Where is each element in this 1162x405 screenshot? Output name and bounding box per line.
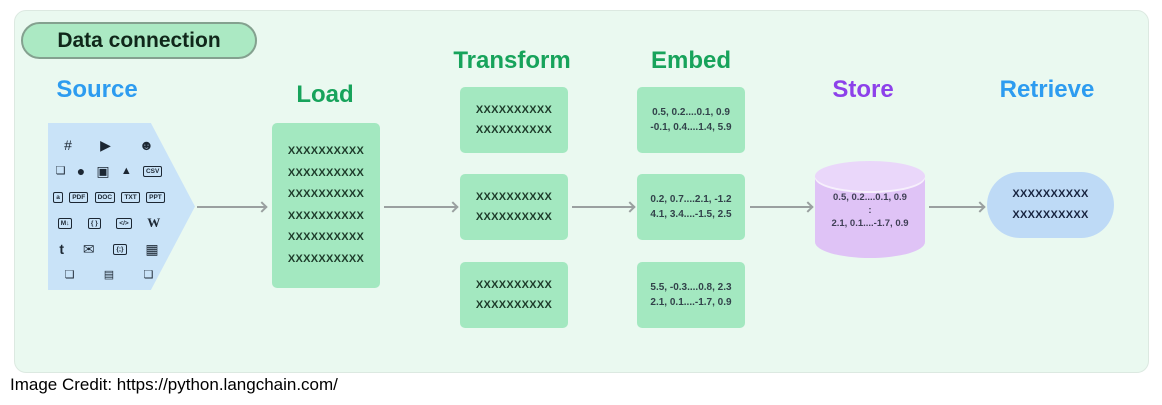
source-icon-row: M↓ { } </> W — [50, 211, 168, 235]
transform-box-3: XXXXXXXXXX XXXXXXXXXX — [460, 262, 568, 328]
store-header: Store — [832, 76, 894, 103]
source-icon-row: t ✉ {;} ▦ — [50, 237, 168, 261]
slack-icon: # — [64, 137, 72, 153]
retrieve-line: XXXXXXXXXX — [1012, 209, 1089, 221]
text-file-icon: ▤ — [103, 269, 115, 281]
store-vector-text: 0.5, 0.2....0.1, 0.9 : 2.1, 0.1....-1.7,… — [815, 191, 925, 230]
load-line: XXXXXXXXXX — [287, 209, 365, 222]
embed-vector-line: 4.1, 3.4....-1.5, 2.5 — [650, 209, 732, 220]
load-line: XXXXXXXXXX — [287, 252, 365, 265]
store-vector-line: 2.1, 0.1....-1.7, 0.9 — [831, 218, 909, 229]
transform-line: XXXXXXXXXX — [475, 299, 553, 311]
retrieve-result-pill: XXXXXXXXXX XXXXXXXXXX — [987, 172, 1114, 238]
database-cylinder-top — [815, 161, 925, 191]
transform-header: Transform — [453, 47, 571, 74]
transform-line: XXXXXXXXXX — [475, 104, 553, 116]
arrow-source-to-load — [197, 206, 265, 208]
data-connection-badge: Data connection — [21, 22, 257, 59]
retrieve-line: XXXXXXXXXX — [1012, 188, 1089, 200]
file-icon: ❏ — [143, 269, 154, 281]
youtube-icon: ▶ — [100, 137, 111, 153]
embed-box-2: 0.2, 0.7....2.1, -1.2 4.1, 3.4....-1.5, … — [637, 174, 745, 240]
file-icon: ❏ — [55, 165, 66, 177]
doc-file-icon: DOC — [94, 191, 116, 203]
google-drive-icon: ▲ — [120, 165, 132, 177]
arrow-transform-to-embed — [572, 206, 633, 208]
transform-line: XXXXXXXXXX — [475, 211, 553, 223]
csv-file-icon: CSV — [142, 165, 163, 177]
load-line: XXXXXXXXXX — [287, 166, 365, 179]
note-file-icon: a — [53, 191, 63, 203]
image-icon: ▣ — [96, 163, 110, 179]
embed-box-3: 5.5, -0.3....0.8, 2.3 2.1, 0.1....-1.7, … — [637, 262, 745, 328]
embed-vector-line: 0.2, 0.7....2.1, -1.2 — [650, 194, 732, 205]
code-file-icon: { } — [87, 217, 101, 229]
markdown-file-icon: M↓ — [57, 217, 73, 229]
source-icon-row: # ▶ ☻ — [50, 133, 168, 157]
store-database-cylinder: 0.5, 0.2....0.1, 0.9 : 2.1, 0.1....-1.7,… — [815, 161, 925, 258]
source-icon-row: ❏ ▤ ❏ — [50, 263, 168, 287]
folder-icon: ▦ — [145, 241, 159, 257]
load-line: XXXXXXXXXX — [287, 145, 365, 157]
store-vector-ellipsis: : — [868, 205, 872, 216]
transform-line: XXXXXXXXXX — [475, 279, 553, 291]
ppt-file-icon: PPT — [146, 191, 165, 203]
twitter-icon: t — [59, 241, 65, 257]
retrieve-header: Retrieve — [999, 76, 1095, 103]
embed-vector-line: -0.1, 0.4....1.4, 5.9 — [650, 122, 732, 133]
source-icon-grid: # ▶ ☻ ❏ ● ▣ ▲ CSV a PDF DOC TXT PPT M↓ {… — [50, 131, 168, 289]
diagram-canvas — [14, 10, 1149, 373]
embed-vector-line: 0.5, 0.2....0.1, 0.9 — [652, 107, 730, 118]
json-file-icon: {;} — [113, 243, 127, 255]
source-icon-row: a PDF DOC TXT PPT — [50, 185, 168, 209]
badge-label: Data connection — [57, 28, 221, 52]
wikipedia-icon: W — [147, 215, 161, 230]
load-line: XXXXXXXXXX — [287, 188, 365, 200]
embed-box-1: 0.5, 0.2....0.1, 0.9 -0.1, 0.4....1.4, 5… — [637, 87, 745, 153]
html-file-icon: </> — [116, 217, 132, 229]
transform-line: XXXXXXXXXX — [475, 191, 553, 203]
pdf-file-icon: PDF — [69, 191, 89, 203]
txt-file-icon: TXT — [121, 191, 140, 203]
github-icon: ● — [76, 163, 86, 179]
arrow-embed-to-store — [750, 206, 811, 208]
load-header: Load — [296, 81, 354, 108]
file-icon: ❏ — [64, 269, 75, 281]
embed-vector-line: 5.5, -0.3....0.8, 2.3 — [650, 282, 732, 293]
transform-line: XXXXXXXXXX — [475, 124, 553, 136]
transform-box-1: XXXXXXXXXX XXXXXXXXXX — [460, 87, 568, 153]
embed-vector-line: 2.1, 0.1....-1.7, 0.9 — [650, 297, 732, 308]
load-line: XXXXXXXXXX — [287, 231, 365, 243]
store-vector-line: 0.5, 0.2....0.1, 0.9 — [833, 192, 907, 203]
arrow-load-to-transform — [384, 206, 456, 208]
discord-icon: ☻ — [139, 137, 154, 153]
arrow-store-to-retrieve — [929, 206, 983, 208]
load-box: XXXXXXXXXX XXXXXXXXXX XXXXXXXXXX XXXXXXX… — [272, 123, 380, 288]
email-icon: ✉ — [82, 241, 95, 257]
source-icon-row: ❏ ● ▣ ▲ CSV — [50, 159, 168, 183]
source-header: Source — [56, 76, 138, 103]
embed-header: Embed — [650, 47, 731, 74]
image-credit-text: Image Credit: https://python.langchain.c… — [10, 375, 338, 394]
transform-box-2: XXXXXXXXXX XXXXXXXXXX — [460, 174, 568, 240]
